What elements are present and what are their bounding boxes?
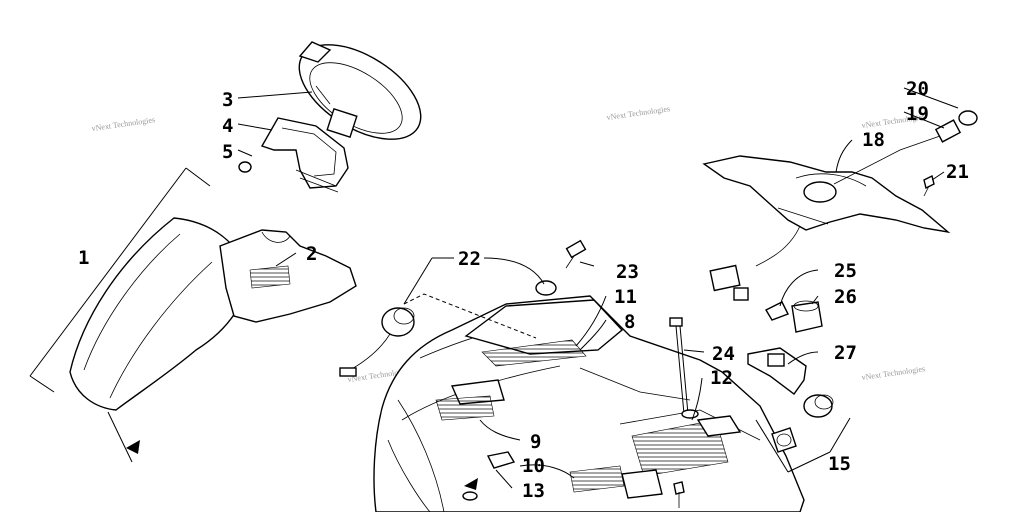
callout-4: 4 bbox=[222, 115, 233, 137]
switch-plate-part bbox=[747, 300, 823, 395]
callout-1: 1 bbox=[78, 247, 89, 269]
callout-23: 23 bbox=[616, 261, 639, 283]
callout-25: 25 bbox=[834, 260, 857, 282]
callout-24: 24 bbox=[712, 343, 735, 365]
front-body-part bbox=[373, 295, 805, 512]
callout-9: 9 bbox=[530, 431, 541, 453]
callout-12: 12 bbox=[710, 367, 733, 389]
leader-lines bbox=[237, 87, 959, 489]
callout-8: 8 bbox=[624, 311, 635, 333]
front-fender-part bbox=[69, 217, 357, 411]
arrow-icon bbox=[464, 478, 478, 490]
callout-19: 19 bbox=[906, 103, 929, 125]
watermark: vNext Technologies bbox=[91, 115, 156, 133]
watermark: vNext Technologies bbox=[606, 104, 671, 122]
bracket-part-15 bbox=[755, 417, 851, 473]
power-outlet-part bbox=[771, 394, 834, 453]
bracket-part-1 bbox=[29, 167, 211, 463]
bracket-part-22 bbox=[403, 257, 537, 339]
callout-13: 13 bbox=[522, 480, 545, 502]
callout-5: 5 bbox=[222, 141, 233, 163]
callout-3: 3 bbox=[222, 89, 233, 111]
arrow-icon bbox=[126, 440, 140, 454]
bezel-part bbox=[238, 117, 349, 193]
callout-11: 11 bbox=[614, 286, 637, 308]
callout-2: 2 bbox=[306, 243, 317, 265]
callout-15: 15 bbox=[828, 453, 851, 475]
callout-labels: 1 2 3 4 5 8 9 10 11 12 13 15 18 19 20 21… bbox=[78, 78, 969, 502]
gauge-part bbox=[298, 41, 422, 140]
callout-18: 18 bbox=[862, 129, 885, 151]
callout-22: 22 bbox=[458, 248, 481, 270]
callout-21: 21 bbox=[946, 161, 969, 183]
callout-10: 10 bbox=[522, 455, 545, 477]
callout-27: 27 bbox=[834, 342, 857, 364]
switch-part bbox=[339, 239, 699, 419]
watermark: vNext Technologies bbox=[861, 364, 926, 382]
callout-20: 20 bbox=[906, 78, 929, 100]
callout-26: 26 bbox=[834, 286, 857, 308]
pod-cover-part bbox=[702, 110, 978, 301]
